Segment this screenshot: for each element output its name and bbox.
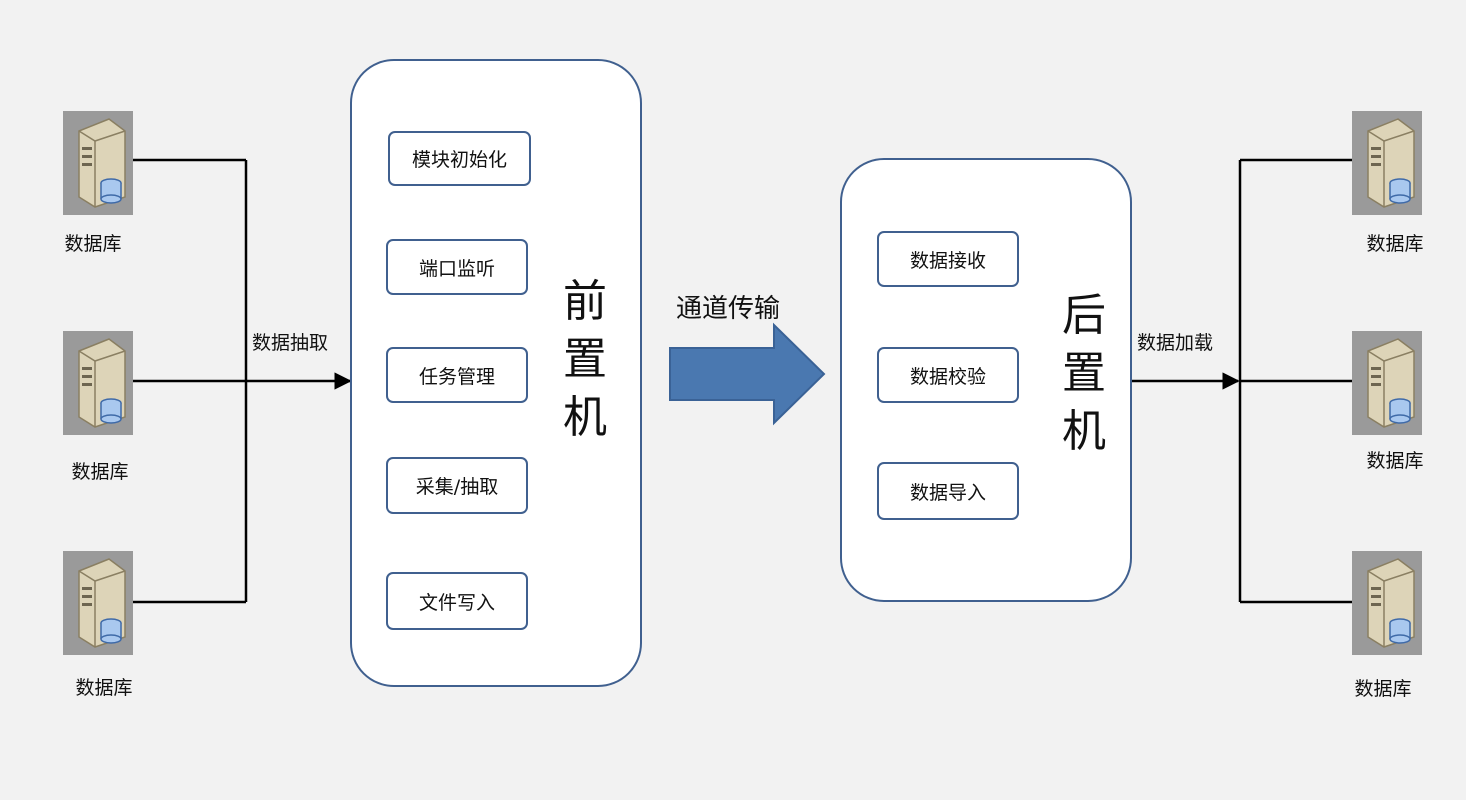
step-module-init: 模块初始化 bbox=[388, 131, 531, 186]
load-edge-label: 数据加载 bbox=[1137, 332, 1214, 354]
database-server-icon bbox=[63, 111, 133, 215]
step-data-receive: 数据接收 bbox=[877, 231, 1019, 287]
step-port-listen: 端口监听 bbox=[386, 239, 528, 295]
source-bus bbox=[133, 158, 352, 604]
step-data-import: 数据导入 bbox=[877, 462, 1019, 520]
source-db-label: 数据库 bbox=[71, 461, 129, 483]
channel-label: 通道传输 bbox=[676, 294, 781, 324]
target-bus bbox=[1131, 158, 1352, 604]
front-machine-title: 前 置 机 bbox=[563, 276, 607, 443]
database-server-icon bbox=[63, 331, 133, 435]
target-db-label: 数据库 bbox=[1366, 450, 1424, 472]
channel-arrow-icon bbox=[669, 322, 826, 426]
source-db-label: 数据库 bbox=[75, 677, 133, 699]
target-db-label: 数据库 bbox=[1366, 233, 1424, 255]
step-data-validate: 数据校验 bbox=[877, 347, 1019, 403]
database-server-icon bbox=[1352, 111, 1422, 215]
target-db-label: 数据库 bbox=[1354, 678, 1412, 700]
step-collect-extract: 采集/抽取 bbox=[386, 457, 528, 514]
database-server-icon bbox=[1352, 331, 1422, 435]
step-file-write: 文件写入 bbox=[386, 572, 528, 630]
extract-edge-label: 数据抽取 bbox=[252, 332, 329, 354]
step-task-management: 任务管理 bbox=[386, 347, 528, 403]
back-machine-title: 后 置 机 bbox=[1062, 290, 1106, 457]
database-server-icon bbox=[63, 551, 133, 655]
database-server-icon bbox=[1352, 551, 1422, 655]
source-db-label: 数据库 bbox=[64, 233, 122, 255]
